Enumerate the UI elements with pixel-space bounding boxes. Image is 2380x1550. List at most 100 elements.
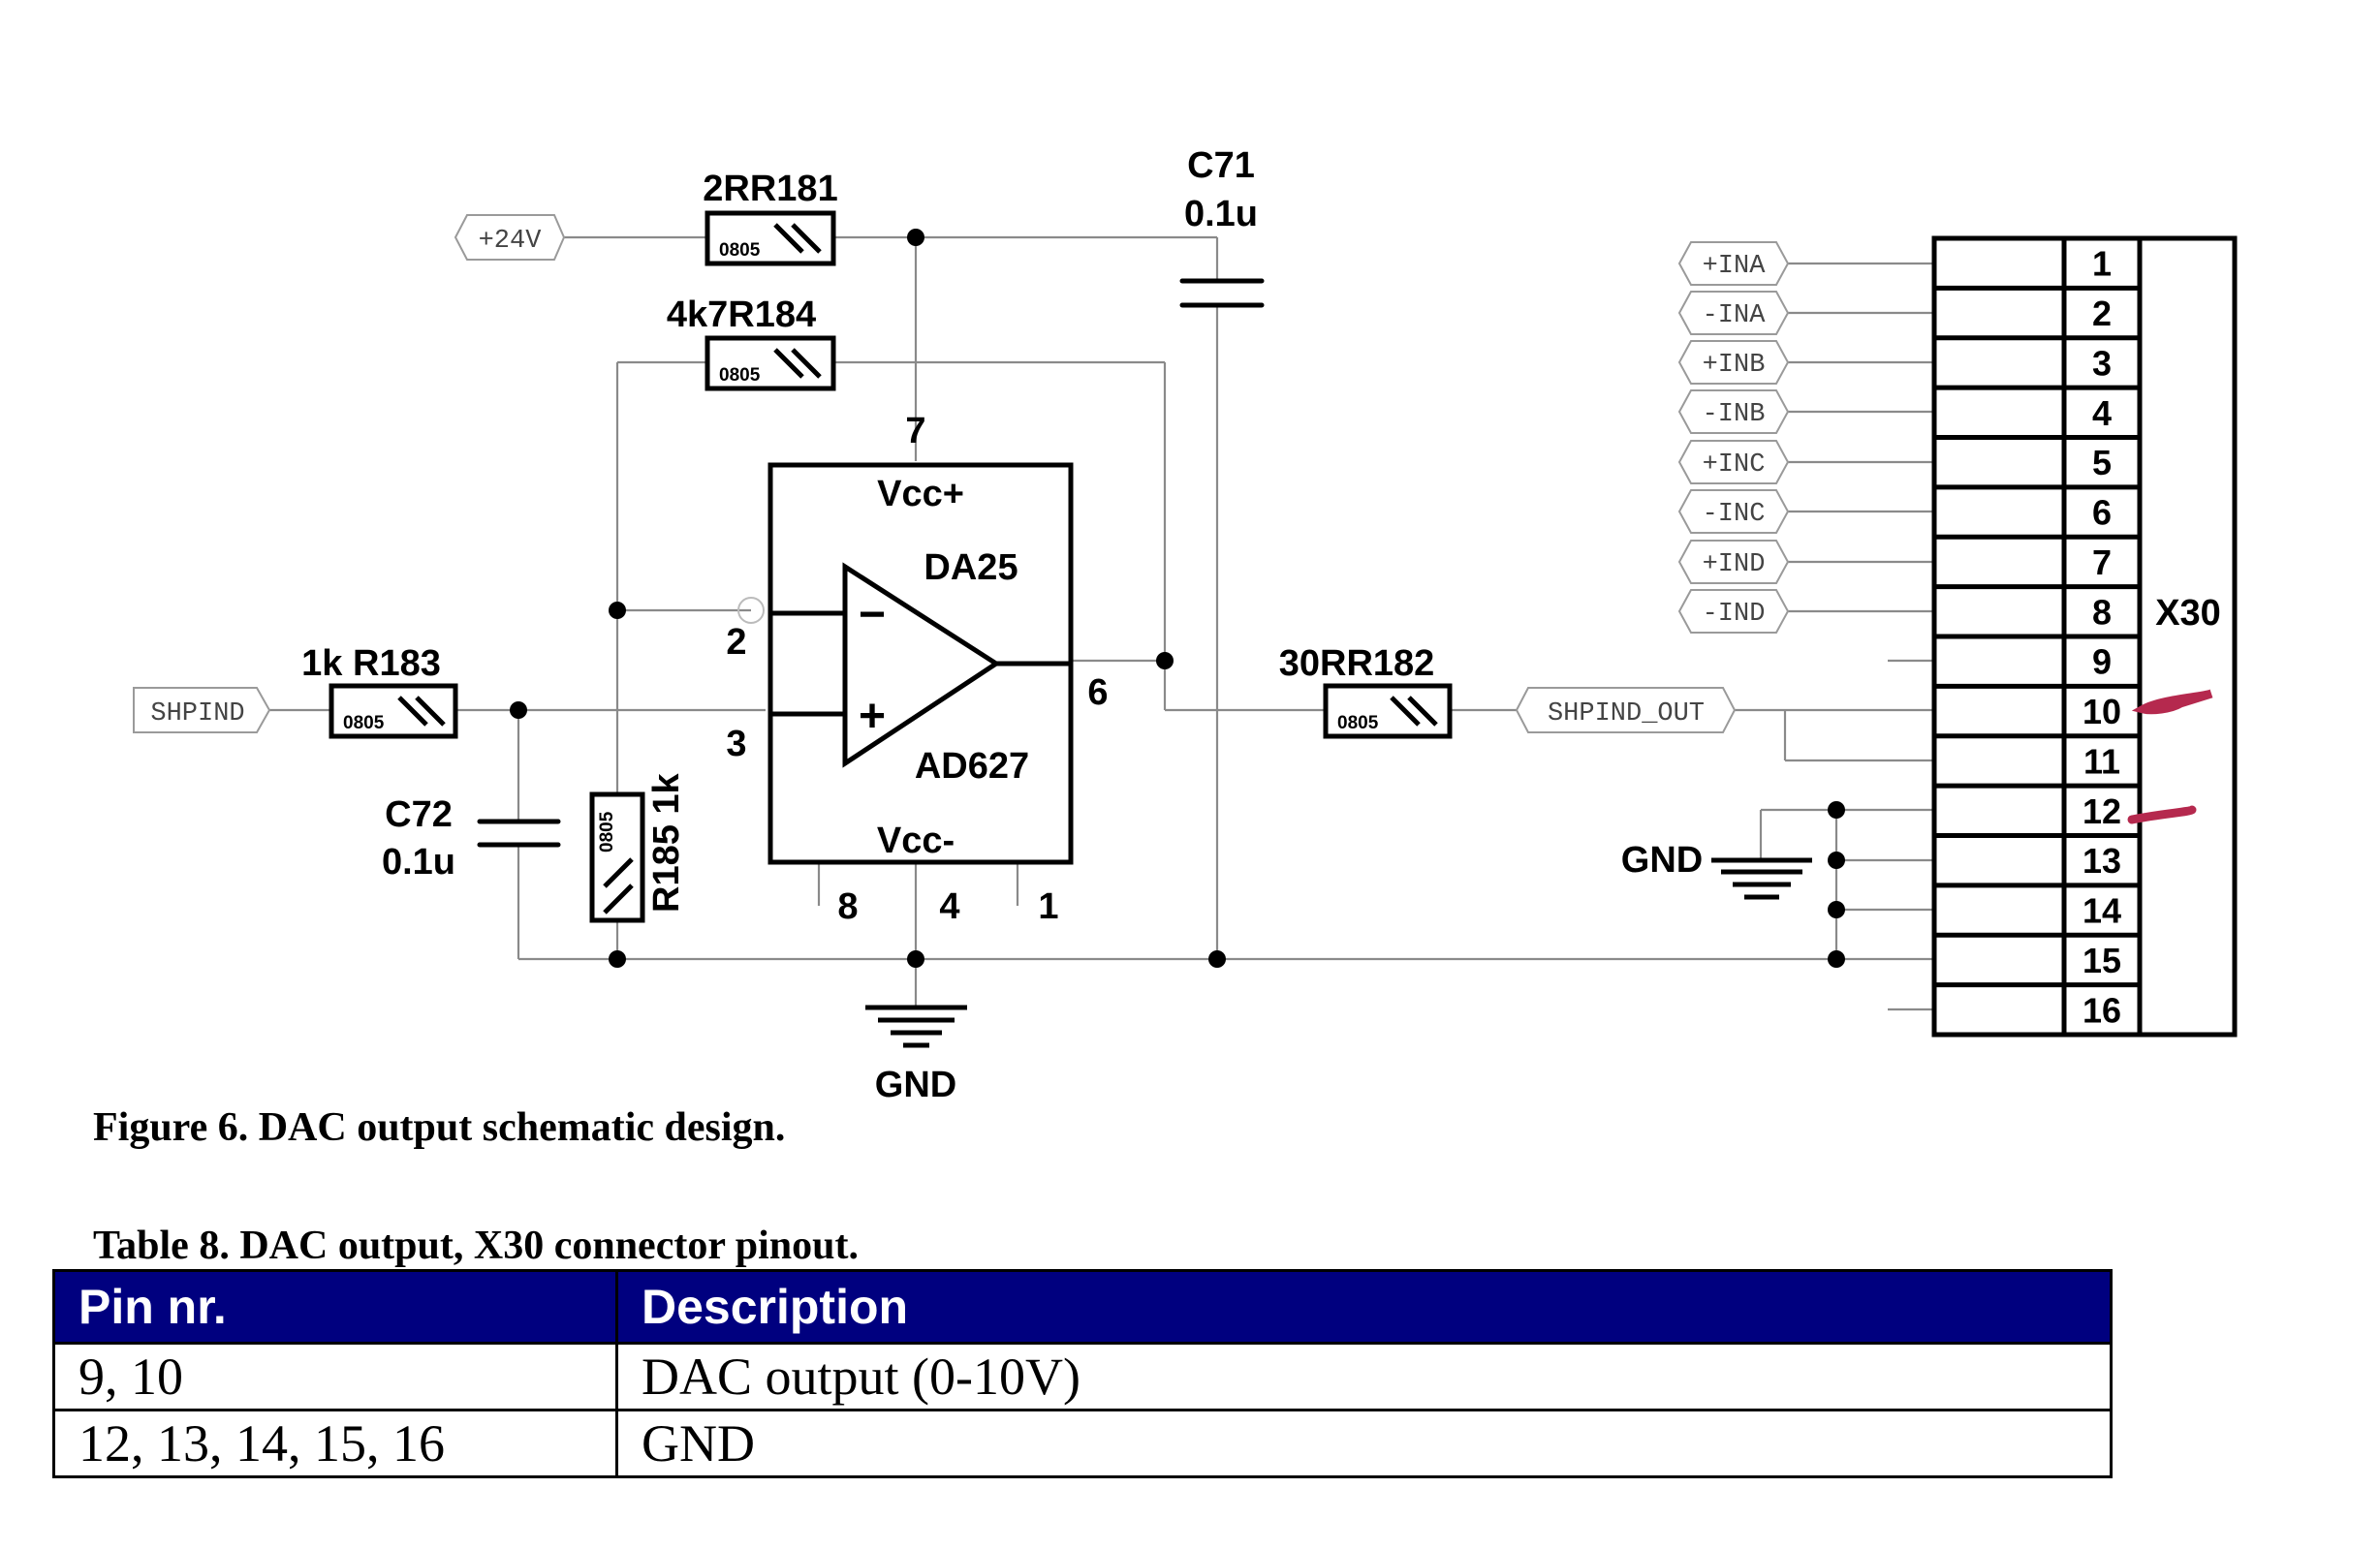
- connector-pin-number: 3: [2092, 343, 2112, 383]
- svg-text:R185 1k: R185 1k: [646, 772, 687, 913]
- svg-text:1: 1: [1038, 886, 1058, 927]
- table-row: 9, 10 DAC output (0-10V): [52, 1342, 2113, 1411]
- svg-text:DA25: DA25: [924, 547, 1018, 588]
- net-label-inb-pos: +INB: [1677, 340, 1790, 385]
- svg-text:2RR181: 2RR181: [703, 169, 837, 209]
- net-label-ina-pos: +INA: [1677, 241, 1790, 286]
- connector-pin-number: 14: [2082, 891, 2121, 931]
- svg-text:+INC: +INC: [1703, 450, 1766, 480]
- svg-text:4k7R184: 4k7R184: [667, 294, 816, 335]
- column-header-description: Description: [615, 1269, 2113, 1345]
- svg-text:GND: GND: [875, 1065, 956, 1105]
- net-label-ina-neg: -INA: [1677, 291, 1790, 335]
- net-label-inc-neg: -INC: [1677, 489, 1790, 534]
- net-label-inb-neg: -INB: [1677, 389, 1790, 434]
- svg-text:0805: 0805: [343, 713, 385, 733]
- ground-symbol-connector: GND: [1621, 840, 1812, 900]
- svg-text:+: +: [859, 691, 886, 742]
- ground-symbol: GND: [865, 1005, 967, 1105]
- svg-text:30RR182: 30RR182: [1279, 643, 1435, 684]
- junction-dot: [907, 229, 924, 246]
- resistor-r181: 2RR181 0805: [703, 169, 838, 266]
- svg-text:-INC: -INC: [1703, 500, 1766, 529]
- net-label-24v: +24V: [454, 214, 566, 261]
- svg-text:3: 3: [726, 724, 746, 764]
- svg-text:1k R183: 1k R183: [301, 643, 441, 684]
- resistor-r185: 0805 R185 1k: [589, 772, 687, 923]
- svg-text:GND: GND: [1621, 840, 1703, 881]
- svg-text:Vcc-: Vcc-: [877, 821, 955, 861]
- junction-dot: [1828, 901, 1845, 918]
- svg-text:7: 7: [905, 411, 925, 451]
- junction-dot: [1828, 950, 1845, 968]
- table-caption: Table 8. DAC output, X30 connector pinou…: [93, 1224, 859, 1268]
- junction-dot: [1156, 652, 1174, 669]
- svg-text:0805: 0805: [597, 811, 617, 852]
- net-label-shpind: SHPIND: [133, 687, 271, 733]
- junction-dot: [1828, 801, 1845, 819]
- amplifier-da25: 7 Vcc+ DA25 − + AD627 Vcc- 2 3 6 8 4 1: [726, 411, 1108, 927]
- connector-pin-number: 12: [2082, 791, 2121, 831]
- svg-text:+INB: +INB: [1703, 351, 1766, 380]
- connector-pin-number: 13: [2082, 841, 2121, 881]
- svg-text:X30: X30: [2155, 593, 2221, 634]
- net-label-ind-pos: +IND: [1677, 540, 1790, 584]
- connector-pin-number: 16: [2082, 990, 2121, 1030]
- svg-text:−: −: [859, 589, 886, 640]
- net-label-shpind-out: SHPIND_OUT: [1515, 687, 1737, 733]
- svg-text:SHPIND: SHPIND: [150, 699, 244, 728]
- capacitor-c72: C72 0.1u: [382, 794, 561, 883]
- schematic-diagram: +24V 2RR181 0805 4k7R184 0805 C71 0.1u 7…: [133, 145, 2238, 1105]
- capacitor-c71: C71 0.1u: [1179, 145, 1265, 308]
- svg-text:C71: C71: [1187, 145, 1255, 186]
- figure-caption: Figure 6. DAC output schematic design.: [93, 1105, 786, 1150]
- junction-dot: [1828, 852, 1845, 869]
- connector-pin-number: 11: [2083, 741, 2120, 781]
- svg-text:4: 4: [939, 886, 959, 927]
- connector-pin-number: 2: [2092, 294, 2112, 333]
- svg-text:6: 6: [1087, 672, 1108, 713]
- svg-text:0805: 0805: [719, 240, 761, 261]
- cell-pin: 9, 10: [52, 1342, 618, 1411]
- junction-dot: [609, 950, 626, 968]
- connector-pin-number: 10: [2082, 692, 2121, 731]
- cell-description: DAC output (0-10V): [615, 1342, 2113, 1411]
- svg-text:-INA: -INA: [1703, 301, 1767, 330]
- junction-dot: [1208, 950, 1226, 968]
- svg-text:0805: 0805: [1337, 713, 1379, 733]
- svg-text:2: 2: [726, 622, 746, 663]
- table-row: 12, 13, 14, 15, 16 GND: [52, 1409, 2113, 1478]
- svg-text:C72: C72: [385, 794, 453, 835]
- cell-description: GND: [615, 1409, 2113, 1478]
- svg-text:-INB: -INB: [1703, 400, 1766, 429]
- connector-pin-number: 4: [2092, 393, 2112, 433]
- resistor-r184: 4k7R184 0805: [667, 294, 836, 391]
- junction-dot: [907, 950, 924, 968]
- svg-text:0.1u: 0.1u: [1184, 194, 1258, 234]
- svg-text:+INA: +INA: [1703, 252, 1767, 281]
- svg-text:+24V: +24V: [479, 227, 543, 256]
- svg-text:-IND: -IND: [1703, 600, 1766, 629]
- connector-pin-number: 9: [2092, 642, 2112, 682]
- svg-text:AD627: AD627: [915, 746, 1029, 787]
- open-pin-circle: [737, 597, 765, 624]
- svg-text:0.1u: 0.1u: [382, 842, 455, 883]
- column-header-pin: Pin nr.: [52, 1269, 618, 1345]
- junction-dot: [510, 701, 527, 719]
- pinout-table: Pin nr. Description 9, 10 DAC output (0-…: [52, 1269, 2113, 1478]
- svg-text:SHPIND_OUT: SHPIND_OUT: [1548, 699, 1705, 728]
- svg-text:8: 8: [837, 886, 858, 927]
- hand-annotations: [2127, 689, 2213, 824]
- svg-text:Vcc+: Vcc+: [877, 474, 964, 514]
- connector-pin-number: 7: [2092, 542, 2112, 582]
- connector-pin-number: 6: [2092, 493, 2112, 533]
- table-header-row: Pin nr. Description: [52, 1269, 2113, 1345]
- junctions: [510, 229, 1845, 968]
- net-label-inc-pos: +INC: [1677, 440, 1790, 484]
- resistor-r182: 30RR182 0805: [1279, 643, 1453, 739]
- wires: [269, 235, 1934, 1011]
- connector-net-labels: +INA -INA +INB -INB +INC -INC +IND -IND: [1677, 241, 1790, 634]
- cell-pin: 12, 13, 14, 15, 16: [52, 1409, 618, 1478]
- connector-pin-number: 1: [2092, 244, 2112, 284]
- junction-dot: [609, 602, 626, 619]
